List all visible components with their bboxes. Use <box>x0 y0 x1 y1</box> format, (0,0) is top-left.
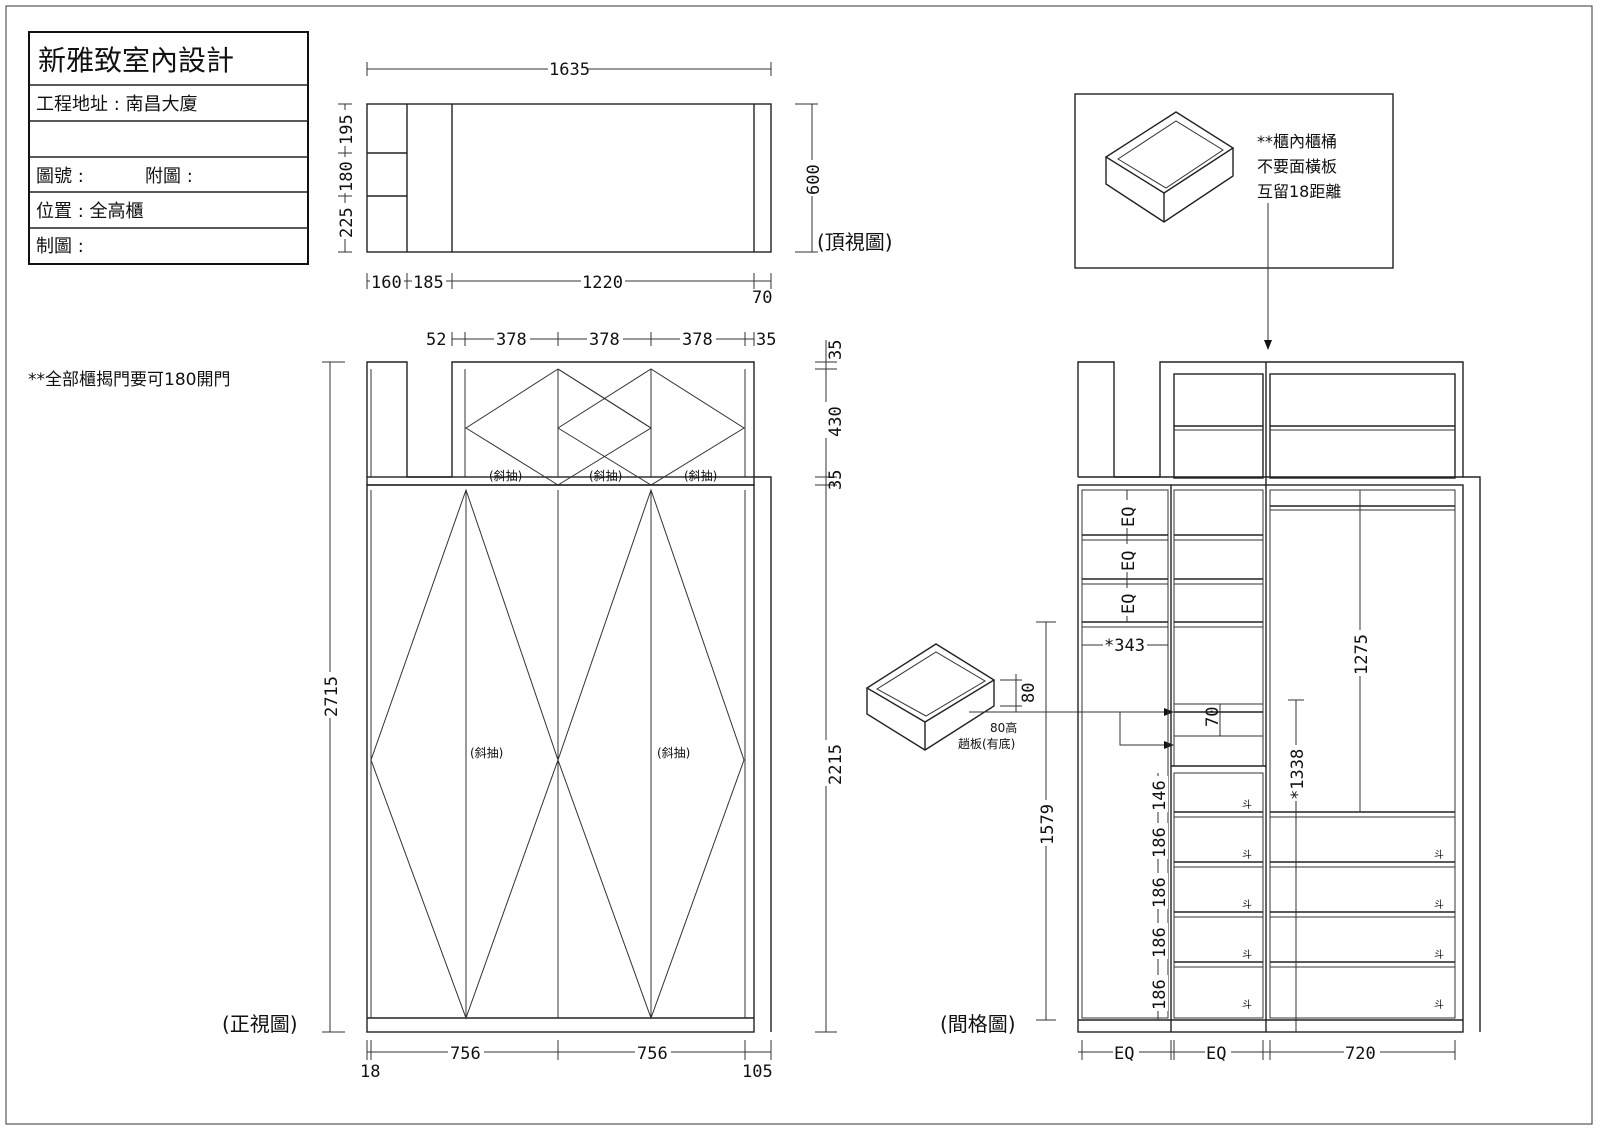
dim-720: 720 <box>1345 1044 1376 1064</box>
slant-drawer-label-1: (斜抽) <box>489 469 522 483</box>
dim-70: 70 <box>1203 707 1223 727</box>
attached-drawing: 附圖 : <box>145 166 193 187</box>
dim-tray-80: 80 <box>1019 683 1039 703</box>
view-label-top: (頂視圖) <box>817 230 893 254</box>
dim-top-1635: 1635 <box>549 60 590 80</box>
door-note: **全部櫃揭門要可180開門 <box>28 370 230 390</box>
title-block: 新雅致室內設計 工程地址 : 南昌大廈 圖號 : 附圖 : 位置 : 全高櫃 制… <box>28 31 309 265</box>
dim-eq-3: EQ <box>1119 594 1139 614</box>
dim-front-2715: 2715 <box>322 676 342 717</box>
dim-top-1220: 1220 <box>582 273 623 293</box>
dim-front-right-35-b: 35 <box>826 470 846 490</box>
slant-drawer-label-5: (斜抽) <box>657 746 690 760</box>
dim-front-378-c: 378 <box>682 330 713 350</box>
dim-front-756-b: 756 <box>637 1044 668 1064</box>
dim-front-378-a: 378 <box>496 330 527 350</box>
drawer-mark-4: 斗 <box>1242 949 1252 961</box>
dim-front-right-35-a: 35 <box>826 340 846 360</box>
drawer-box-detail: **櫃內櫃桶 不要面橫板 互留18距離 <box>1074 93 1394 350</box>
dim-343: *343 <box>1104 636 1145 656</box>
drawer-mark-2: 斗 <box>1242 849 1252 861</box>
tray-note-line-1: 80高 <box>990 720 1017 735</box>
dim-front-105: 105 <box>742 1062 773 1082</box>
dim-front-378-b: 378 <box>589 330 620 350</box>
location: 位置 : 全高櫃 <box>36 201 144 222</box>
dim-top-70: 70 <box>752 288 772 308</box>
drawer-mark-9: 斗 <box>1434 999 1444 1011</box>
dim-front-52: 52 <box>426 330 446 350</box>
box-note-line-1: **櫃內櫃桶 <box>1257 132 1337 151</box>
dim-top-180: 180 <box>337 161 357 192</box>
sheet-border <box>5 5 1593 1125</box>
view-label-interior: (間格圖) <box>940 1012 1016 1036</box>
dim-1275: 1275 <box>1352 634 1372 675</box>
slant-drawer-label-3: (斜抽) <box>684 469 717 483</box>
box-note-line-3: 互留18距離 <box>1257 182 1341 201</box>
dim-top-225: 225 <box>337 207 357 238</box>
company-name: 新雅致室內設計 <box>38 44 234 77</box>
dim-186-d: 186 <box>1150 979 1170 1010</box>
top-view: 1635 160 185 1220 70 195 180 225 600 (頂視… <box>336 58 893 308</box>
drawer-mark-3: 斗 <box>1242 899 1252 911</box>
slant-drawer-label-4: (斜抽) <box>470 746 503 760</box>
drawer-mark-1: 斗 <box>1242 799 1252 811</box>
drawer-mark-8: 斗 <box>1434 949 1444 961</box>
interior-view: 斗 斗 斗 斗 斗 斗 斗 斗 斗 EQ EQ EQ *343 70 1275 … <box>940 361 1481 1064</box>
view-label-front: (正視圖) <box>222 1012 298 1036</box>
dim-top-185: 185 <box>413 273 444 293</box>
tray-detail: 80 80高 趟板(有底) <box>865 643 1174 751</box>
dim-top-160: 160 <box>371 273 402 293</box>
dim-eq-2: EQ <box>1119 551 1139 571</box>
drawer-mark-7: 斗 <box>1434 899 1444 911</box>
dim-front-35-top: 35 <box>756 330 776 350</box>
dim-1338: *1338 <box>1288 749 1308 800</box>
drafter: 制圖 : <box>36 236 84 257</box>
dim-front-18: 18 <box>360 1062 380 1082</box>
drawing-number: 圖號 : <box>36 166 84 187</box>
dim-bottom-eq-1: EQ <box>1114 1044 1134 1064</box>
dim-top-195: 195 <box>337 114 357 145</box>
dim-front-430: 430 <box>826 406 846 437</box>
project-address: 工程地址 : 南昌大廈 <box>36 94 198 115</box>
dim-1579: 1579 <box>1038 804 1058 845</box>
dim-front-2215: 2215 <box>826 744 846 785</box>
front-view: (斜抽) (斜抽) (斜抽) (斜抽) (斜抽) 52 378 378 378 … <box>222 329 846 1082</box>
dim-eq-1: EQ <box>1119 507 1139 527</box>
dim-top-600: 600 <box>804 164 824 195</box>
drawer-mark-5: 斗 <box>1242 999 1252 1011</box>
drawer-mark-6: 斗 <box>1434 849 1444 861</box>
slant-drawer-label-2: (斜抽) <box>589 469 622 483</box>
tray-note-line-2: 趟板(有底) <box>958 736 1015 751</box>
dim-146: 146 <box>1150 780 1170 811</box>
dim-186-c: 186 <box>1150 927 1170 958</box>
dim-bottom-eq-2: EQ <box>1206 1044 1226 1064</box>
dim-front-756-a: 756 <box>450 1044 481 1064</box>
box-note-line-2: 不要面橫板 <box>1257 157 1337 176</box>
dim-186-a: 186 <box>1150 827 1170 858</box>
dim-186-b: 186 <box>1150 877 1170 908</box>
